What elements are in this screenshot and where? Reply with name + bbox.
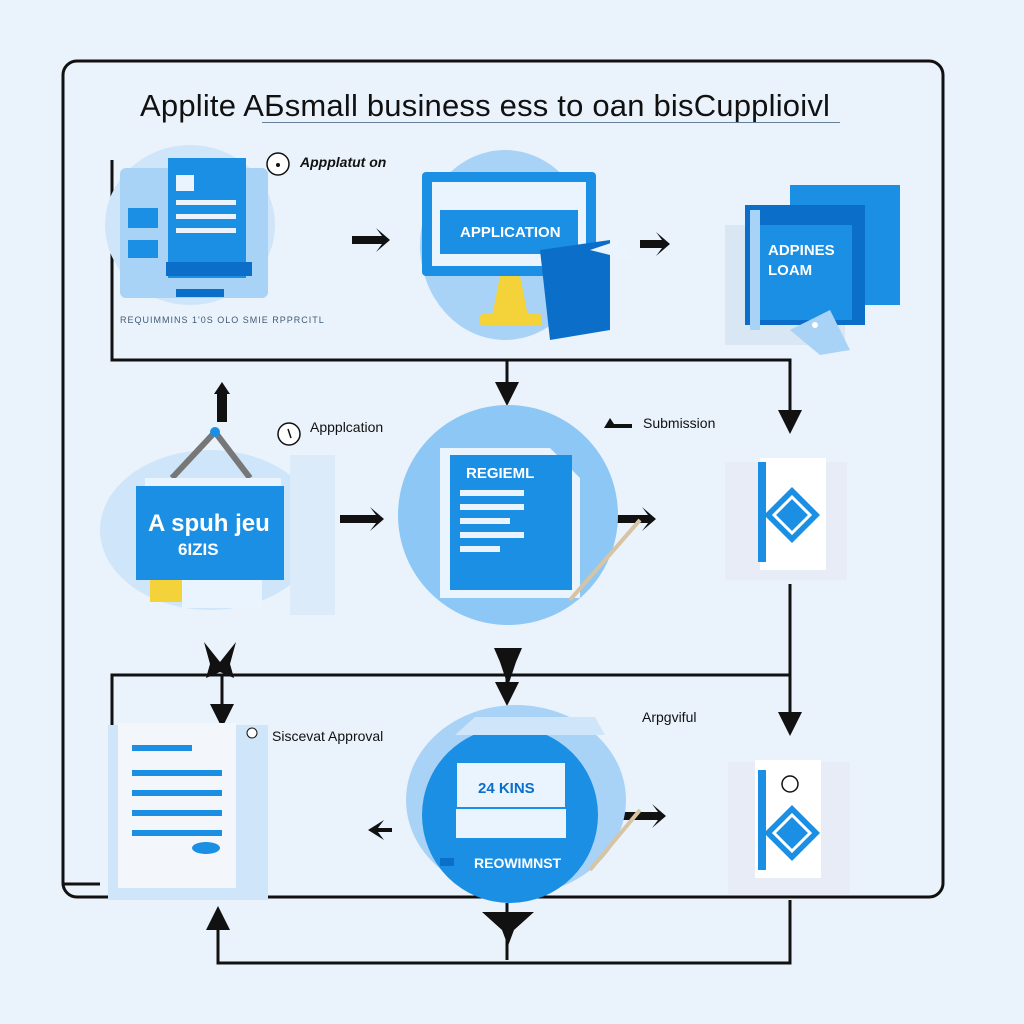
- arrow-icon: [214, 382, 230, 422]
- loan-node: [725, 185, 900, 355]
- arrow-icon: [368, 820, 392, 840]
- application-card-label: APPLICATION: [460, 224, 561, 241]
- kins-node: [406, 705, 642, 903]
- arrow-icon: [352, 228, 390, 252]
- requirements-node: [105, 145, 275, 305]
- arrow-icon: [204, 642, 236, 678]
- title-underline: [262, 122, 840, 123]
- arrow-icon: [640, 232, 670, 256]
- board-text-line1: A spuh jeu: [148, 510, 270, 537]
- loan-card-line2: LOAM: [768, 262, 813, 279]
- requirements-caption: REQUIMMINS 1'0S OLO SMIE RPPRCITL: [120, 315, 325, 325]
- board-node: [100, 427, 335, 615]
- application-node: [420, 150, 630, 340]
- step-badge-icon: [266, 152, 290, 176]
- step-label-application: Appplatut on: [300, 154, 387, 170]
- step-label-application-2: Appplcation: [310, 419, 384, 435]
- loan-card-line1: ADPINES: [768, 242, 835, 259]
- arrow-icon: [494, 648, 522, 686]
- step-badge-icon: [277, 422, 301, 446]
- tablet-node: [725, 458, 847, 580]
- arrow-icon: [606, 507, 656, 531]
- kins-card-label: 24 KINS: [478, 780, 535, 797]
- regieml-node: [398, 405, 642, 625]
- step-label-approval: Siscevat Approval: [272, 728, 384, 744]
- page-title: Applite AБsmall business ess to oan bisC…: [140, 88, 831, 123]
- step-label-submission: Submission: [643, 415, 716, 431]
- arrow-icon: [604, 418, 632, 428]
- review-tablet-node: [728, 760, 850, 894]
- board-text-line2: 6IZIS: [178, 540, 219, 559]
- regieml-label: REGIEML: [466, 465, 535, 482]
- reowimnst-label: REOWIMNST: [474, 855, 562, 871]
- arrow-icon: [340, 507, 384, 531]
- step-label-appgviful: Arpgviful: [642, 709, 697, 725]
- step-badge-icon: [246, 727, 258, 739]
- arrow-icon: [482, 912, 534, 946]
- approval-document-node: [108, 723, 268, 900]
